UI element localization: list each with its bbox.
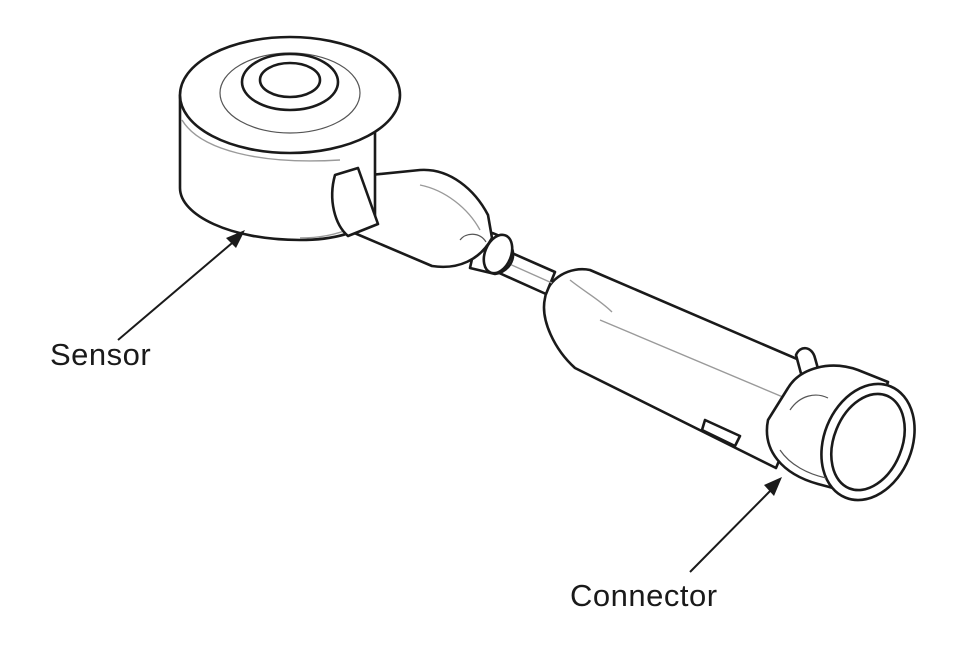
sensor-leader-line: [117, 230, 245, 341]
connector-body: [542, 267, 824, 470]
connector-label: Connector: [570, 578, 718, 613]
connector-leader-line: [689, 477, 782, 573]
sensor-label: Sensor: [50, 337, 152, 372]
knock-sensor-body: [178, 35, 402, 242]
connector-housing: [765, 364, 916, 502]
